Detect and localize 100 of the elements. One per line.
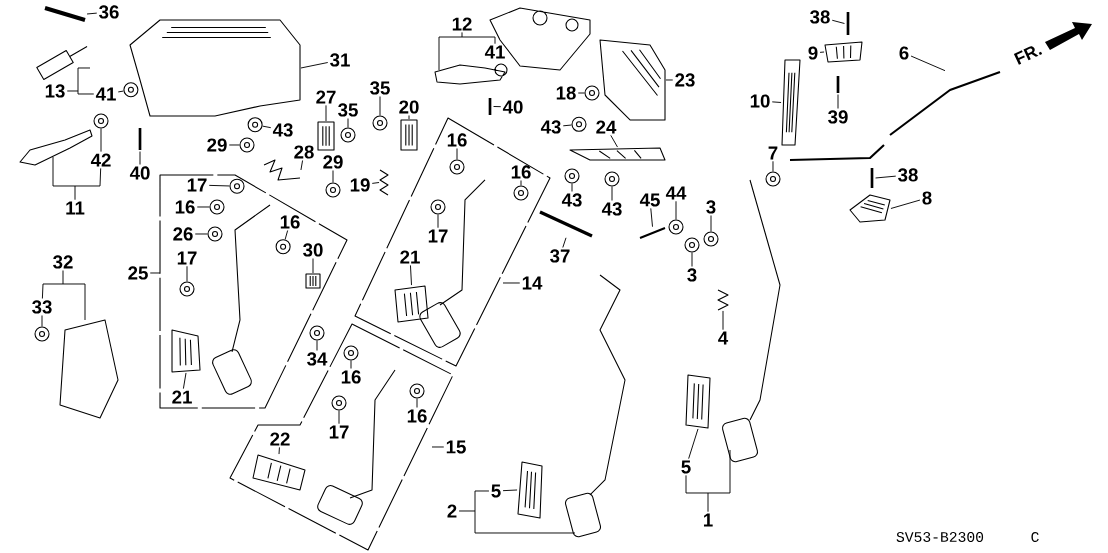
callout-number: 11 bbox=[66, 201, 85, 215]
callout-number: 8 bbox=[922, 191, 932, 205]
leader-line bbox=[408, 115, 410, 120]
callout-number: 3 bbox=[687, 268, 697, 282]
callout-number: 36 bbox=[99, 5, 119, 19]
leader-line bbox=[208, 184, 230, 187]
callout-number: 17 bbox=[177, 251, 197, 265]
callout-number: 40 bbox=[502, 100, 523, 114]
callout-number: 43 bbox=[272, 123, 293, 137]
callout-number: 17 bbox=[187, 178, 207, 192]
leader-line bbox=[347, 118, 349, 128]
bracket-drawing bbox=[599, 39, 666, 121]
leader-line bbox=[771, 101, 782, 103]
callout-number: 20 bbox=[399, 100, 419, 114]
leader-line bbox=[332, 170, 334, 183]
leader-line bbox=[371, 182, 380, 184]
leader-line bbox=[890, 199, 921, 209]
callout-number: 1 bbox=[704, 513, 713, 527]
leader-line bbox=[456, 148, 458, 160]
leader-line bbox=[571, 183, 573, 192]
callout-number: 29 bbox=[207, 138, 227, 152]
nut-drawing bbox=[340, 127, 356, 143]
nut-drawing bbox=[571, 116, 587, 132]
callout-number: 17 bbox=[329, 425, 349, 439]
callout-number: 16 bbox=[280, 215, 300, 229]
nut-drawing bbox=[93, 113, 109, 129]
callout-number: 16 bbox=[511, 165, 531, 179]
callout-number: 13 bbox=[45, 84, 65, 98]
bolt-drawing bbox=[138, 128, 142, 150]
leader-line bbox=[665, 79, 674, 81]
leader-line bbox=[312, 258, 314, 274]
callout-number: 38 bbox=[898, 168, 918, 182]
leader-line bbox=[837, 94, 839, 109]
nut-drawing bbox=[409, 383, 425, 399]
nut-drawing bbox=[513, 185, 529, 201]
pedal-pad-drawing bbox=[685, 374, 711, 429]
callout-number: 17 bbox=[428, 229, 448, 243]
callout-number: 9 bbox=[808, 46, 818, 60]
plate-drawing bbox=[569, 147, 666, 161]
leader-line bbox=[228, 144, 240, 146]
nut-drawing bbox=[668, 219, 684, 235]
leader-line bbox=[117, 90, 124, 93]
callout-number: 43 bbox=[540, 120, 561, 134]
nut-drawing bbox=[229, 178, 245, 194]
callout-number: 16 bbox=[341, 370, 361, 384]
leader-line bbox=[710, 215, 712, 232]
nut-drawing bbox=[179, 281, 195, 297]
cable-drawing bbox=[889, 71, 1001, 136]
lever-drawing bbox=[781, 59, 801, 146]
leader-line bbox=[300, 62, 329, 69]
leader-line bbox=[722, 310, 724, 331]
callout-number: 29 bbox=[323, 155, 343, 169]
nut-drawing bbox=[239, 137, 255, 153]
callout-number: 21 bbox=[400, 250, 420, 264]
callout-number: 43 bbox=[601, 202, 622, 216]
callout-number: 37 bbox=[550, 249, 570, 263]
leader-line bbox=[493, 106, 502, 108]
callout-number: 19 bbox=[350, 178, 370, 192]
leader-line bbox=[86, 12, 98, 15]
callout-number: 5 bbox=[681, 460, 691, 474]
leader-line bbox=[186, 265, 188, 282]
callout-number: 28 bbox=[294, 145, 314, 159]
leader-line bbox=[819, 51, 825, 53]
clip-drawing bbox=[849, 194, 891, 223]
leader-line bbox=[196, 206, 210, 208]
leader-line bbox=[431, 446, 445, 448]
leader-line bbox=[831, 19, 845, 24]
bolt-drawing bbox=[44, 6, 86, 22]
callout-number: 30 bbox=[303, 243, 323, 257]
callout-number: 12 bbox=[452, 17, 472, 31]
pedal-pad-drawing bbox=[394, 285, 429, 323]
leader-line bbox=[149, 272, 161, 274]
callout-number: 21 bbox=[172, 390, 192, 404]
clip-drawing bbox=[824, 41, 863, 63]
leader-line bbox=[910, 55, 946, 72]
leader-line bbox=[875, 175, 897, 179]
bracket-drawing bbox=[129, 19, 301, 117]
bolt-drawing bbox=[539, 210, 593, 238]
callout-number: 42 bbox=[90, 153, 111, 167]
callout-number: 33 bbox=[32, 300, 52, 314]
callout-number: 27 bbox=[316, 90, 336, 104]
sleeve-drawing bbox=[400, 119, 418, 151]
bolt-drawing bbox=[846, 12, 850, 35]
leader-line bbox=[262, 125, 272, 129]
leader-line bbox=[41, 315, 43, 327]
leader-line bbox=[416, 398, 418, 408]
callout-number: 24 bbox=[596, 120, 617, 134]
nut-drawing bbox=[765, 171, 781, 187]
leader-line bbox=[502, 489, 518, 492]
drawing-code: C bbox=[1031, 532, 1039, 542]
callout-number: 6 bbox=[899, 46, 909, 60]
sleeve-drawing bbox=[317, 121, 335, 151]
leader-line bbox=[350, 360, 352, 369]
leader-line bbox=[577, 92, 585, 94]
nut-drawing bbox=[207, 226, 223, 242]
leader-line bbox=[338, 410, 340, 425]
leader-line bbox=[611, 186, 613, 201]
leader-line bbox=[458, 490, 576, 534]
callout-number: 16 bbox=[447, 133, 467, 147]
bolt-drawing bbox=[836, 76, 840, 93]
